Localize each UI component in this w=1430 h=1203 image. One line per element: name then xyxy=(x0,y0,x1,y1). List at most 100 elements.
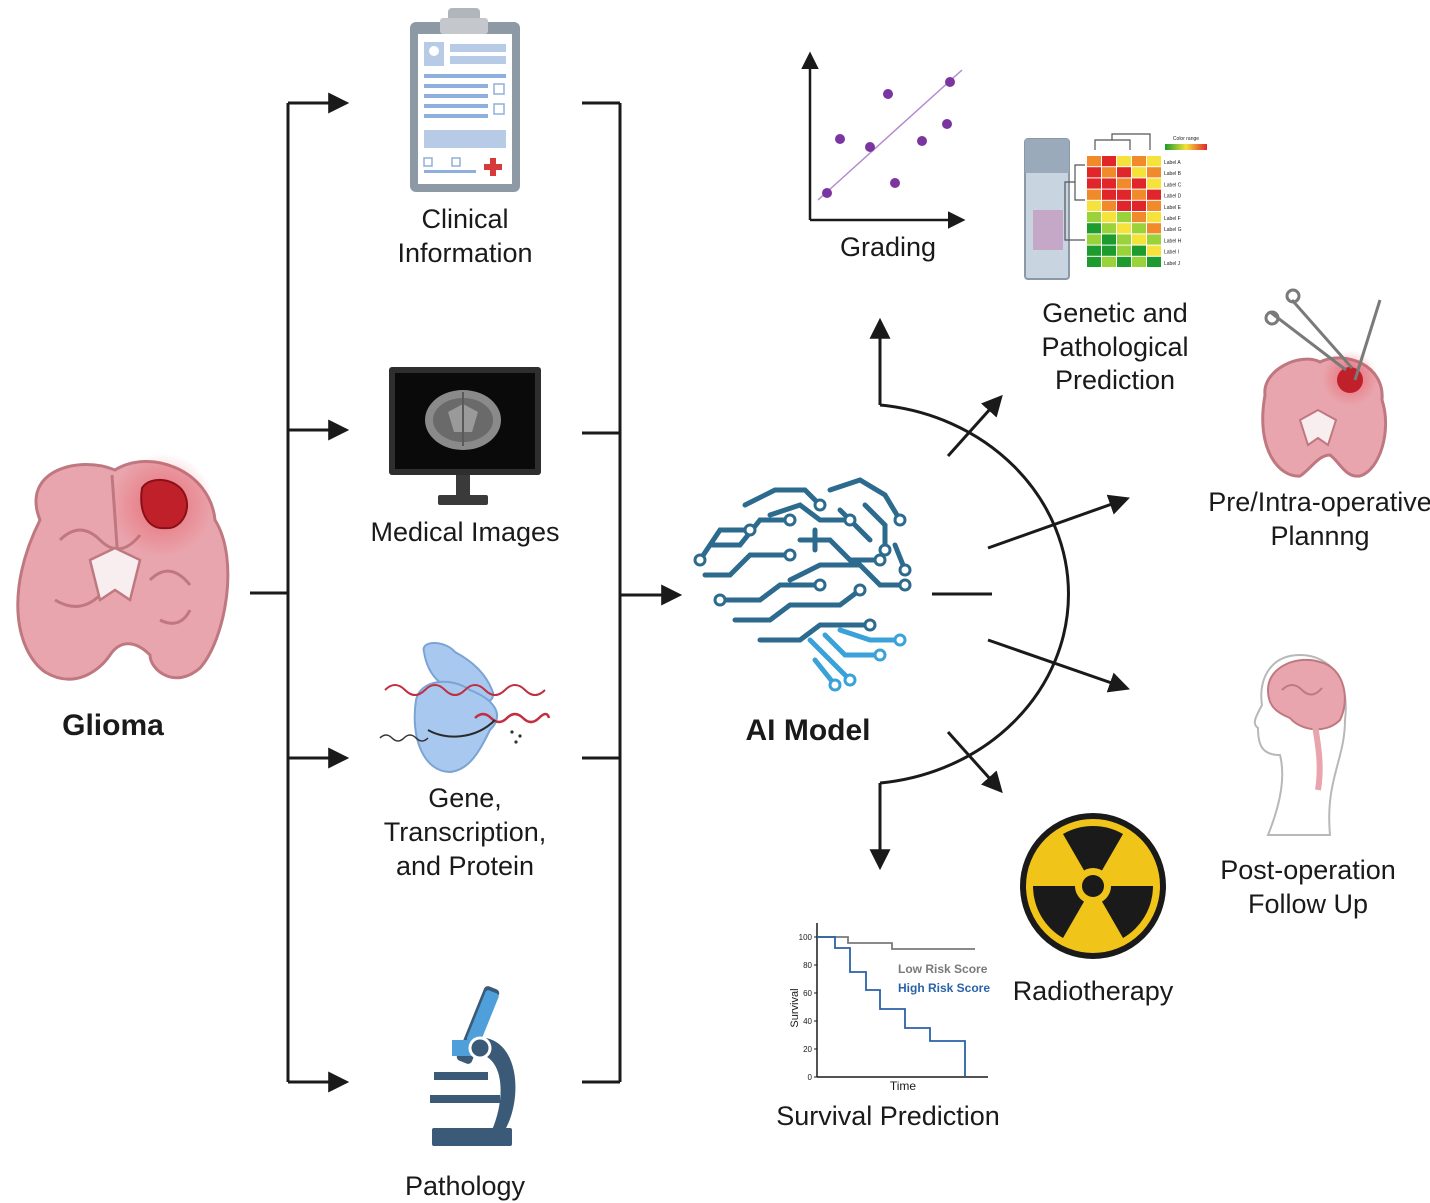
heatmap-cell xyxy=(1132,234,1146,245)
heatmap-row-label: Label I xyxy=(1164,250,1179,256)
heatmap-cell xyxy=(1132,212,1146,223)
heatmap-cell xyxy=(1117,256,1131,267)
heatmap-cell xyxy=(1147,200,1161,211)
heatmap-cell xyxy=(1132,178,1146,189)
heatmap-cell xyxy=(1132,256,1146,267)
clinical-label-line1: Clinical xyxy=(421,204,508,234)
radiation-icon xyxy=(1020,813,1166,959)
grading-scatter-icon xyxy=(801,51,966,229)
circuit-nodes xyxy=(693,498,912,632)
genetic-label-line2: Pathological xyxy=(1041,332,1188,362)
heatmap-cell xyxy=(1102,234,1116,245)
high-risk-legend: High Risk Score xyxy=(898,981,990,995)
heatmap-row-label: Label H xyxy=(1164,238,1182,244)
images-label: Medical Images xyxy=(370,517,559,547)
heatmap-cell xyxy=(1132,223,1146,234)
planning-label-line1: Pre/Intra-operative xyxy=(1208,487,1430,517)
input-connectors xyxy=(250,92,683,1093)
heatmap-cell xyxy=(1102,223,1116,234)
heatmap-cell xyxy=(1147,178,1161,189)
km-ytick-label: 80 xyxy=(803,961,812,970)
low-risk-legend: Low Risk Score xyxy=(898,962,988,976)
heatmap-cell xyxy=(1132,167,1146,178)
heatmap-cell xyxy=(1102,178,1116,189)
heatmap-cell xyxy=(1102,200,1116,211)
gene-label-line3: and Protein xyxy=(396,851,534,881)
km-ytick-label: 40 xyxy=(803,1017,812,1026)
radiotherapy-label: Radiotherapy xyxy=(1013,976,1174,1006)
km-ytick-label: 0 xyxy=(808,1073,813,1082)
survival-xlabel: Time xyxy=(890,1079,917,1093)
clinical-label-line2: Information xyxy=(397,238,532,268)
clipboard-icon xyxy=(410,8,520,192)
heatmap-cell xyxy=(1147,189,1161,200)
heatmap-cell xyxy=(1087,212,1101,223)
microscope-icon xyxy=(430,986,516,1146)
heatmap-cell xyxy=(1147,156,1161,167)
heatmap-row-label: Label E xyxy=(1164,205,1182,211)
heatmap-row-label: Label C xyxy=(1164,182,1182,188)
heatmap-cell xyxy=(1147,167,1161,178)
slide-icon xyxy=(1024,138,1070,280)
heatmap-cell xyxy=(1147,223,1161,234)
genetic-label-line1: Genetic and xyxy=(1042,298,1188,328)
followup-label-line2: Follow Up xyxy=(1248,889,1368,919)
high-risk-curve xyxy=(817,936,966,1076)
heatmap-cell xyxy=(1147,234,1161,245)
heatmap-cell xyxy=(1117,245,1131,256)
heatmap-cell xyxy=(1087,256,1101,267)
heatmap-row-label: Label F xyxy=(1164,216,1181,222)
heatmap-row-label: Label G xyxy=(1164,227,1182,233)
heatmap-cell xyxy=(1087,178,1101,189)
heatmap-cell xyxy=(1117,167,1131,178)
heatmap-cell xyxy=(1132,200,1146,211)
glioma-label: Glioma xyxy=(62,709,164,742)
heatmap-cell xyxy=(1117,178,1131,189)
heatmap-cell xyxy=(1147,245,1161,256)
heatmap-row-label: Label A xyxy=(1164,160,1181,166)
ai-model-label: AI Model xyxy=(746,714,871,747)
low-risk-curve xyxy=(817,936,975,950)
heatmap-cell xyxy=(1117,200,1131,211)
km-ytick-label: 20 xyxy=(803,1045,812,1054)
km-ytick-label: 60 xyxy=(803,989,812,998)
heatmap-cell xyxy=(1117,234,1131,245)
heatmap-cell xyxy=(1117,212,1131,223)
heatmap-cell xyxy=(1087,245,1101,256)
heatmap-cell xyxy=(1102,212,1116,223)
heatmap-cell xyxy=(1102,156,1116,167)
heatmap-cell xyxy=(1117,223,1131,234)
color-range-title: Color range xyxy=(1173,136,1199,142)
grading-label: Grading xyxy=(840,232,936,262)
heatmap-row-label: Label D xyxy=(1164,194,1182,200)
heatmap-row-label: Label B xyxy=(1164,171,1182,177)
heatmap-cell xyxy=(1102,167,1116,178)
heatmap-dendrogram xyxy=(1064,133,1151,241)
circuit-brain-icon xyxy=(697,477,908,643)
survival-label: Survival Prediction xyxy=(776,1101,1000,1131)
heatmap-row-labels: Label A Label B Label C Label D Label E Label… xyxy=(1164,160,1182,267)
surgery-brain-icon xyxy=(1261,288,1387,478)
pathology-label: Pathology xyxy=(405,1171,526,1201)
heatmap-cell xyxy=(1147,256,1161,267)
heatmap-cell xyxy=(1147,212,1161,223)
heatmap-cell xyxy=(1102,245,1116,256)
ribosome-icon xyxy=(379,642,551,774)
monitor-icon xyxy=(389,367,541,505)
heatmap-cell xyxy=(1087,200,1101,211)
heatmap-cell xyxy=(1087,234,1101,245)
heatmap-row-label: Label J xyxy=(1164,261,1181,267)
gene-label-line2: Transcription, xyxy=(384,817,547,847)
heatmap-cell xyxy=(1132,245,1146,256)
heatmap-cell xyxy=(1102,189,1116,200)
survival-ylabel: Survival xyxy=(789,988,801,1027)
head-profile-icon xyxy=(1253,653,1347,836)
heatmap-cell xyxy=(1087,156,1101,167)
heatmap-cell xyxy=(1087,223,1101,234)
heatmap-cell xyxy=(1117,189,1131,200)
planning-label-line2: Plannng xyxy=(1270,521,1369,551)
followup-label-line1: Post-operation xyxy=(1220,855,1396,885)
glioma-brain-icon xyxy=(16,453,230,681)
